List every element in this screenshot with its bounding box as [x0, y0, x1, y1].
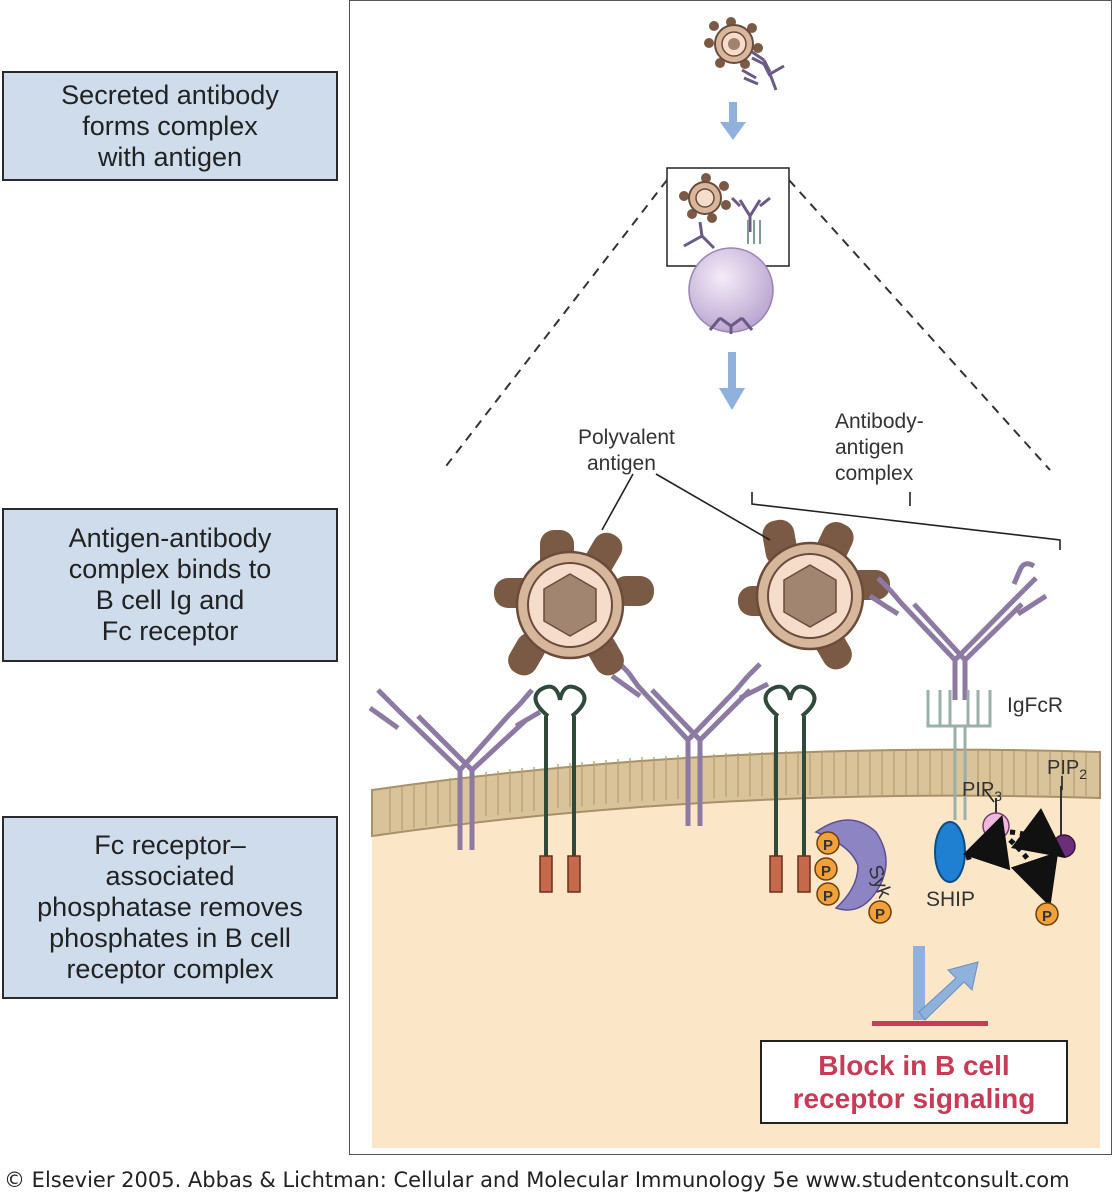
step-1-box: Secreted antibody forms complex with ant… [2, 71, 338, 181]
polyvalent-antigen-label-1: Polyvalent [578, 426, 675, 449]
step-2-box: Antigen-antibody complex binds to B cell… [2, 508, 338, 662]
polyvalent-antigen-right [738, 519, 890, 670]
complex-label-2: antigen [835, 436, 904, 459]
complex-label-3: complex [835, 462, 914, 485]
block-signaling-result: Block in B cell receptor signaling [760, 1040, 1068, 1124]
b-cell-complex [666, 167, 790, 334]
diagram-canvas: Syk P P P P P Polyvalent antigen Antibod… [368, 17, 1101, 1148]
syk-kinase: Syk [814, 819, 896, 911]
igfcr-label: IgFcR [1007, 694, 1063, 717]
svg-text:P: P [823, 888, 833, 905]
phosphate-group-4: P [868, 900, 892, 924]
ig-alpha-beta-left [533, 684, 587, 893]
down-arrow-1 [720, 102, 746, 140]
step-3-box: Fc receptor– associated phosphatase remo… [2, 816, 338, 999]
copyright-footer: © Elsevier 2005. Abbas & Lichtman: Cellu… [4, 1168, 1070, 1192]
pip3-label: PIP3 [962, 779, 1002, 804]
phosphate-group-1: P [816, 831, 840, 855]
dotted-arrows [962, 808, 1067, 907]
svg-text:P: P [821, 863, 831, 880]
small-antigen-icon [704, 17, 763, 69]
complex-label-1: Antibody- [835, 410, 924, 433]
ship-enzyme [934, 821, 966, 883]
pip2-label: PIP2 [1047, 757, 1087, 782]
ig-fc-receptor [926, 690, 992, 820]
ig-alpha-beta-right [763, 684, 817, 893]
zoom-lines [442, 179, 1051, 471]
svg-text:P: P [823, 837, 833, 854]
label-leaders [601, 473, 1063, 803]
secreted-antibody [868, 561, 1048, 700]
b-cell-ig-middle [610, 658, 770, 826]
figure-frame [349, 0, 1112, 1155]
blocked-signal-arrow [872, 946, 988, 1026]
phosphate-group-3: P [816, 882, 840, 906]
svg-text:P: P [875, 906, 885, 923]
b-cell-ig-left [368, 688, 542, 850]
small-antibody-icon [741, 50, 785, 91]
phosphate-group-5: P [1035, 902, 1059, 926]
top-antigen-complex [704, 17, 785, 91]
ship-label: SHIP [926, 888, 975, 911]
phosphate-group-2: P [814, 857, 838, 881]
polyvalent-antigen-label-2: antigen [587, 452, 656, 475]
polyvalent-antigen-left [494, 530, 654, 676]
down-arrow-2 [719, 352, 745, 410]
svg-text:P: P [1042, 908, 1052, 925]
